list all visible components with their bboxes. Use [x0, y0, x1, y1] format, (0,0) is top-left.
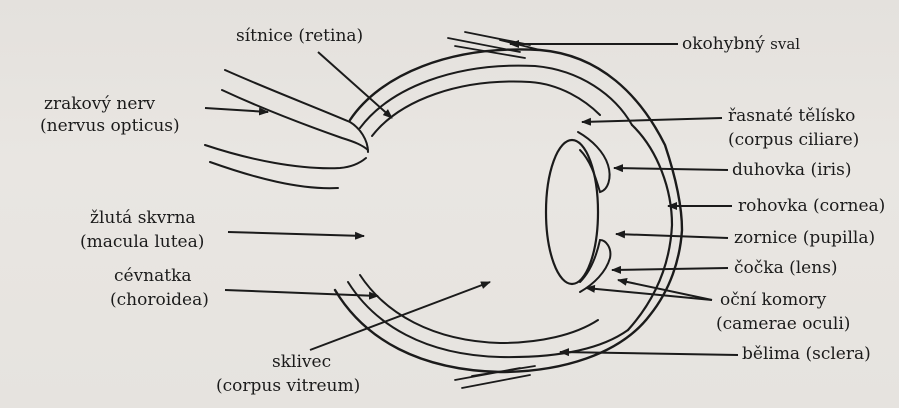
label-choroid-2: (choroidea)	[110, 290, 209, 310]
label-ciliary-2: (corpus ciliare)	[728, 130, 859, 150]
label-nerve-2: (nervus opticus)	[40, 116, 180, 136]
cornea-arc	[628, 125, 672, 330]
label-muscle: okohybný sval	[682, 34, 800, 54]
retina-outline	[360, 82, 600, 343]
label-lens: čočka (lens)	[734, 258, 838, 278]
label-macula-2: (macula lutea)	[80, 232, 204, 252]
leader-chamber-a	[586, 288, 712, 300]
label-muscle-main: okohybný	[682, 34, 765, 54]
label-pupil: zornice (pupilla)	[734, 228, 875, 248]
label-chambers-1: oční komory	[720, 290, 826, 310]
leader-retina	[318, 52, 392, 118]
label-vitreous-2: (corpus vitreum)	[216, 376, 360, 396]
leader-macula	[228, 232, 364, 236]
iris-upper	[578, 132, 610, 192]
label-muscle-small: sval	[770, 35, 800, 53]
leader-iris	[614, 168, 728, 170]
optic-nerve-upper	[225, 70, 350, 122]
optic-nerve-lower	[205, 145, 366, 168]
label-vitreous-1: sklivec	[272, 352, 331, 372]
optic-nerve-lower-2	[210, 162, 338, 188]
label-cornea: rohovka (cornea)	[738, 196, 885, 216]
label-iris: duhovka (iris)	[732, 160, 851, 180]
leader-sclera	[560, 352, 738, 355]
lens-shape	[546, 140, 598, 284]
label-macula-1: žlutá skvrna	[90, 208, 196, 228]
choroid-outline	[348, 66, 632, 357]
label-retina: sítnice (retina)	[236, 26, 363, 46]
label-ciliary-1: řasnaté tělísko	[728, 106, 855, 126]
label-chambers-2: (camerae oculi)	[716, 314, 850, 334]
leader-lens	[612, 268, 728, 270]
label-sclera: bělima (sclera)	[742, 344, 871, 364]
leader-nerve	[205, 108, 268, 112]
leader-chamber-b	[618, 280, 712, 300]
label-nerve-1: zrakový nerv	[44, 94, 155, 114]
label-choroid-1: cévnatka	[114, 266, 192, 286]
